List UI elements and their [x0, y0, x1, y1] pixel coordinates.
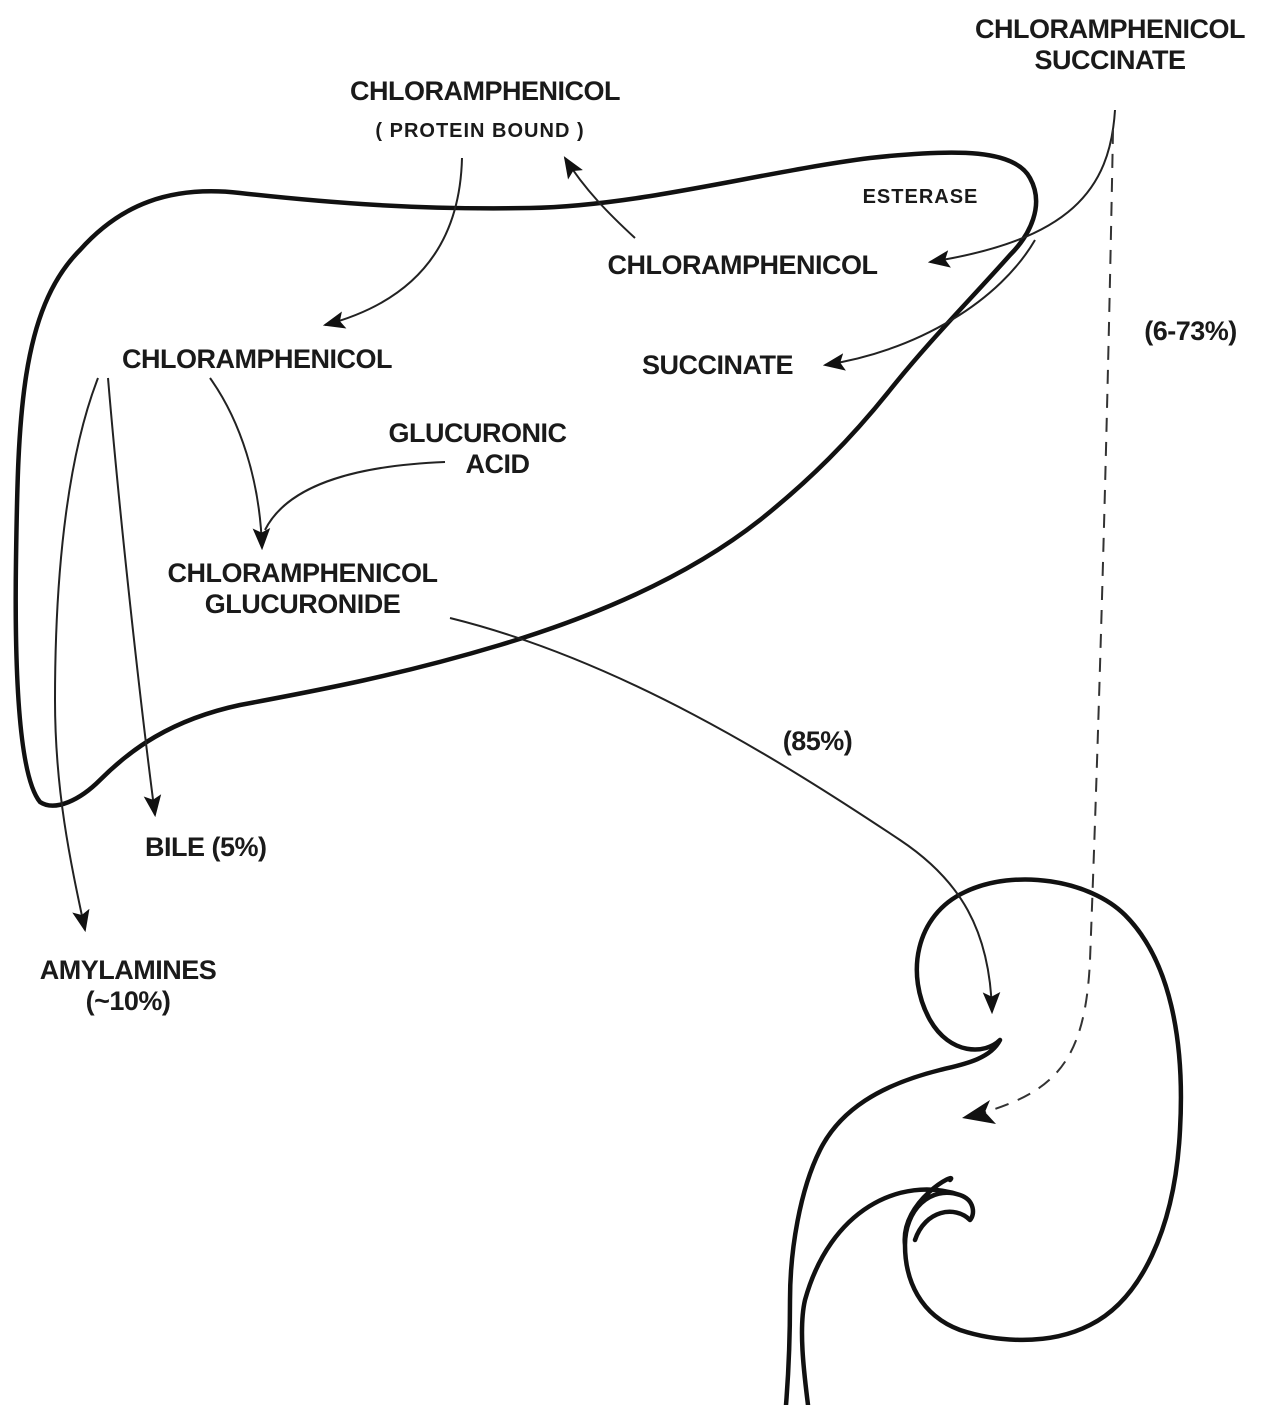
label-chloramphenicol-hydrolyzed: CHLORAMPHENICOL	[570, 250, 915, 281]
amylamines-line-1: AMYLAMINES	[18, 955, 238, 986]
label-glucuronide-renal-pct: (85%)	[760, 726, 875, 757]
arrow-protein-bound-to-free	[325, 158, 462, 325]
arrow-to-glucuronide	[210, 378, 262, 548]
succinate-prodrug-line-1: CHLORAMPHENICOL	[940, 14, 1280, 45]
kidney-outline	[786, 879, 1181, 1405]
label-succinate: SUCCINATE	[620, 350, 815, 381]
label-chloramphenicol-succinate: CHLORAMPHENICOL SUCCINATE	[940, 14, 1280, 76]
label-renal-unchanged-pct: (6-73%)	[1118, 316, 1263, 347]
amylamines-line-2: (~10%)	[18, 986, 238, 1017]
glucuronic-acid-line-1: GLUCURONIC	[360, 418, 595, 449]
arrow-glucuronide-to-kidney	[450, 618, 992, 1012]
glucuronide-line-1: CHLORAMPHENICOL	[130, 558, 475, 589]
label-glucuronic-acid: GLUCURONIC ACID	[360, 418, 595, 480]
arrow-to-amylamines	[55, 378, 98, 930]
label-bile: BILE (5%)	[145, 832, 325, 863]
glucuronic-acid-line-2: ACID	[360, 449, 595, 480]
label-chloramphenicol-protein-bound: CHLORAMPHENICOL	[310, 76, 660, 107]
label-protein-bound-note: ( PROTEIN BOUND )	[330, 120, 630, 143]
glucuronide-line-2: GLUCURONIDE	[130, 589, 475, 620]
label-amylamines: AMYLAMINES (~10%)	[18, 955, 238, 1017]
label-esterase: ESTERASE	[848, 186, 993, 209]
label-chloramphenicol-glucuronide: CHLORAMPHENICOL GLUCURONIDE	[130, 558, 475, 620]
succinate-prodrug-line-2: SUCCINATE	[940, 45, 1280, 76]
dashed-arrowhead	[962, 1100, 996, 1124]
label-chloramphenicol-free: CHLORAMPHENICOL	[92, 344, 422, 375]
